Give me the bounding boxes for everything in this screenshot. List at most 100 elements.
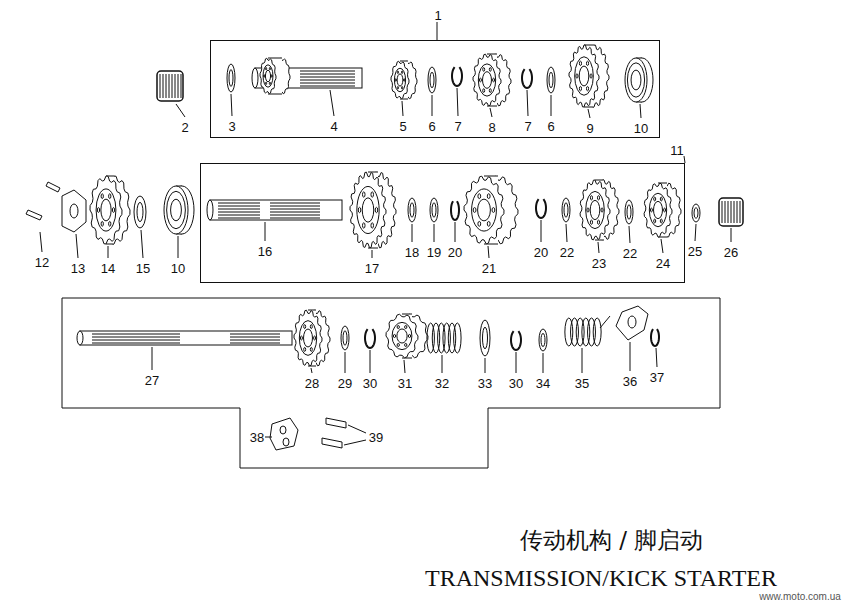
spline bbox=[218, 203, 260, 204]
gear-hole bbox=[664, 208, 666, 212]
gear-hole bbox=[109, 221, 111, 226]
spline bbox=[300, 83, 355, 84]
gear-web bbox=[649, 193, 666, 226]
gear-hole bbox=[271, 75, 272, 78]
needle bbox=[181, 74, 182, 98]
callout-number: 17 bbox=[364, 262, 380, 275]
leader-line bbox=[442, 355, 443, 373]
callout-number: 35 bbox=[574, 377, 590, 390]
callout-number: 18 bbox=[404, 246, 420, 259]
washer bbox=[430, 198, 438, 222]
gear-web bbox=[357, 186, 379, 233]
callout-number: 13 bbox=[70, 262, 86, 275]
spline bbox=[218, 215, 260, 216]
needle bbox=[175, 74, 176, 98]
gear-hub bbox=[362, 198, 374, 222]
gear-hole bbox=[483, 68, 485, 72]
gear-hole bbox=[304, 325, 306, 329]
spline bbox=[218, 212, 260, 213]
guide-hole bbox=[628, 316, 636, 328]
washer-hole bbox=[343, 331, 347, 345]
gear bbox=[580, 180, 610, 240]
gear-hole bbox=[478, 194, 481, 199]
needle bbox=[728, 201, 729, 223]
callout-number: 30 bbox=[362, 377, 378, 390]
needle bbox=[160, 74, 161, 98]
english-title: TRANSMISSION/KICK STARTER bbox=[425, 565, 777, 592]
gear-edge bbox=[268, 58, 282, 59]
gear bbox=[464, 176, 504, 244]
plate-hole bbox=[280, 426, 286, 434]
spring-leg bbox=[600, 316, 610, 328]
leader-line bbox=[731, 228, 732, 242]
leader-line bbox=[344, 440, 366, 445]
kick-guide bbox=[616, 306, 648, 340]
leader-line bbox=[455, 222, 456, 242]
plate-hole bbox=[70, 204, 78, 218]
gear-web bbox=[263, 65, 273, 87]
gear-hole bbox=[371, 223, 374, 228]
gear-edge bbox=[368, 172, 378, 173]
gear-hole bbox=[408, 334, 410, 337]
gear bbox=[644, 183, 672, 237]
callout-number: 20 bbox=[447, 246, 463, 259]
washer bbox=[562, 198, 570, 222]
gear bbox=[473, 54, 501, 106]
callout-number: 22 bbox=[622, 247, 638, 260]
gear-edge bbox=[484, 176, 498, 177]
leader-line bbox=[152, 347, 153, 370]
leader-line bbox=[176, 104, 185, 117]
gear bbox=[350, 172, 386, 248]
gear-hole bbox=[101, 194, 103, 199]
gear-hole bbox=[579, 86, 581, 90]
leader-line bbox=[108, 246, 109, 258]
gear-hole bbox=[660, 197, 662, 201]
washer bbox=[625, 200, 633, 224]
washer-hole bbox=[430, 72, 434, 88]
needle bbox=[163, 74, 164, 98]
callout-number: 4 bbox=[329, 120, 338, 133]
leader-line bbox=[485, 358, 486, 373]
needle bbox=[731, 201, 732, 223]
circlip bbox=[651, 329, 659, 346]
gear bbox=[569, 45, 599, 107]
callout-number: 30 bbox=[508, 377, 524, 390]
shaft bbox=[80, 331, 292, 345]
leader-line bbox=[541, 220, 542, 242]
leader-line bbox=[40, 232, 42, 252]
callout-number: 20 bbox=[533, 246, 549, 259]
gear-edge bbox=[308, 310, 316, 311]
callout-number: 26 bbox=[723, 246, 739, 259]
callout-number: 1 bbox=[434, 9, 441, 22]
leader-line bbox=[348, 425, 366, 433]
gear-web bbox=[586, 191, 605, 228]
callout-number: 31 bbox=[397, 377, 413, 390]
spline bbox=[230, 337, 280, 338]
spline bbox=[140, 334, 180, 335]
washer bbox=[547, 67, 555, 93]
gear-hub bbox=[304, 329, 313, 347]
circlip bbox=[536, 199, 546, 218]
gear-hole bbox=[487, 221, 490, 226]
leader-line bbox=[141, 230, 143, 258]
bearing-bore bbox=[171, 199, 182, 221]
circlip bbox=[511, 331, 521, 350]
leader-line bbox=[404, 360, 405, 373]
washer bbox=[539, 329, 547, 351]
gear-hub bbox=[265, 70, 270, 82]
gear-hub bbox=[397, 74, 403, 86]
gear-hole bbox=[579, 61, 581, 65]
gear-hole bbox=[264, 75, 265, 78]
callout-number: 2 bbox=[180, 121, 189, 134]
gear-hub bbox=[483, 72, 492, 89]
washer-hole bbox=[229, 70, 233, 87]
gear bbox=[391, 61, 409, 99]
leader-line bbox=[412, 224, 413, 242]
gear-hole bbox=[487, 194, 490, 199]
spline bbox=[270, 212, 320, 213]
washer-hole bbox=[694, 208, 698, 219]
gear-hole bbox=[590, 196, 592, 200]
callout-number: 33 bbox=[477, 377, 493, 390]
gear-hole bbox=[478, 221, 481, 226]
gear-web bbox=[472, 189, 497, 231]
